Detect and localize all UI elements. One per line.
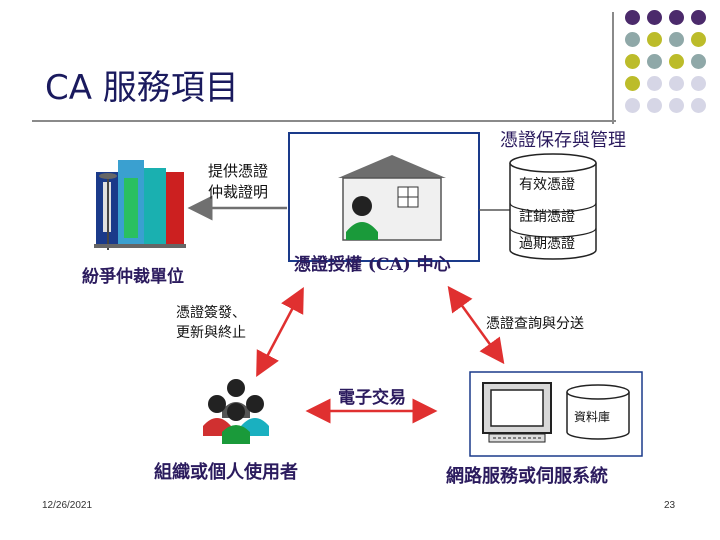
computer-icon [482, 382, 552, 443]
slide-title: CA 服務項目 [45, 68, 239, 108]
decorative-dot [669, 32, 684, 47]
certificate-database-icon [509, 153, 597, 260]
buildings-icon [94, 160, 186, 250]
decorative-dot [669, 98, 684, 113]
cert-valid-label: 有效憑證 [519, 177, 575, 193]
cert-expired-label: 過期憑證 [519, 236, 575, 252]
arbitration-proof-label: 仲裁證明 [208, 183, 269, 201]
ca-server-arrow [447, 285, 505, 365]
decorative-dot [669, 10, 684, 25]
cert-renew-label: 更新與終止 [176, 325, 246, 341]
users-label: 組織或個人使用者 [154, 462, 298, 483]
database-label: 資料庫 [574, 410, 611, 424]
decorative-dot [691, 54, 706, 69]
decorative-dot [691, 76, 706, 91]
decorative-dot [625, 10, 640, 25]
decorative-vertical-rule [612, 12, 614, 124]
slide-page-number: 23 [664, 500, 676, 511]
cert-issue-label: 憑證簽發、 [176, 305, 246, 321]
decorative-dot [625, 32, 640, 47]
database-icon [566, 384, 630, 440]
decorative-dot [691, 98, 706, 113]
cert-revoked-label: 註銷憑證 [519, 209, 575, 225]
decorative-dot [625, 76, 640, 91]
decorative-dot [625, 98, 640, 113]
ca-officer-icon [346, 196, 378, 240]
dispute-unit-label: 紛爭仲裁單位 [82, 267, 184, 287]
server-system-label: 網路服務或伺服系統 [446, 466, 608, 487]
decorative-dot [669, 76, 684, 91]
cert-query-label: 憑證查詢與分送 [486, 316, 584, 332]
decorative-dot [647, 32, 662, 47]
decorative-dot [691, 10, 706, 25]
ecommerce-label: 電子交易 [338, 388, 406, 408]
decorative-dot [625, 54, 640, 69]
decorative-dot [647, 98, 662, 113]
slide-date: 12/26/2021 [42, 500, 93, 511]
ca-users-arrow [256, 286, 304, 378]
ca-center-label: 憑證授權 (CA) 中心 [294, 255, 451, 275]
storage-management-label: 憑證保存與管理 [500, 130, 626, 151]
decorative-dot [647, 10, 662, 25]
decorative-dot [691, 32, 706, 47]
decorative-dot [669, 54, 684, 69]
decorative-dot [647, 54, 662, 69]
decorative-horizontal-rule [32, 120, 616, 122]
users-group-icon [203, 379, 269, 444]
decorative-dot [647, 76, 662, 91]
provide-cert-label: 提供憑證 [208, 162, 269, 180]
